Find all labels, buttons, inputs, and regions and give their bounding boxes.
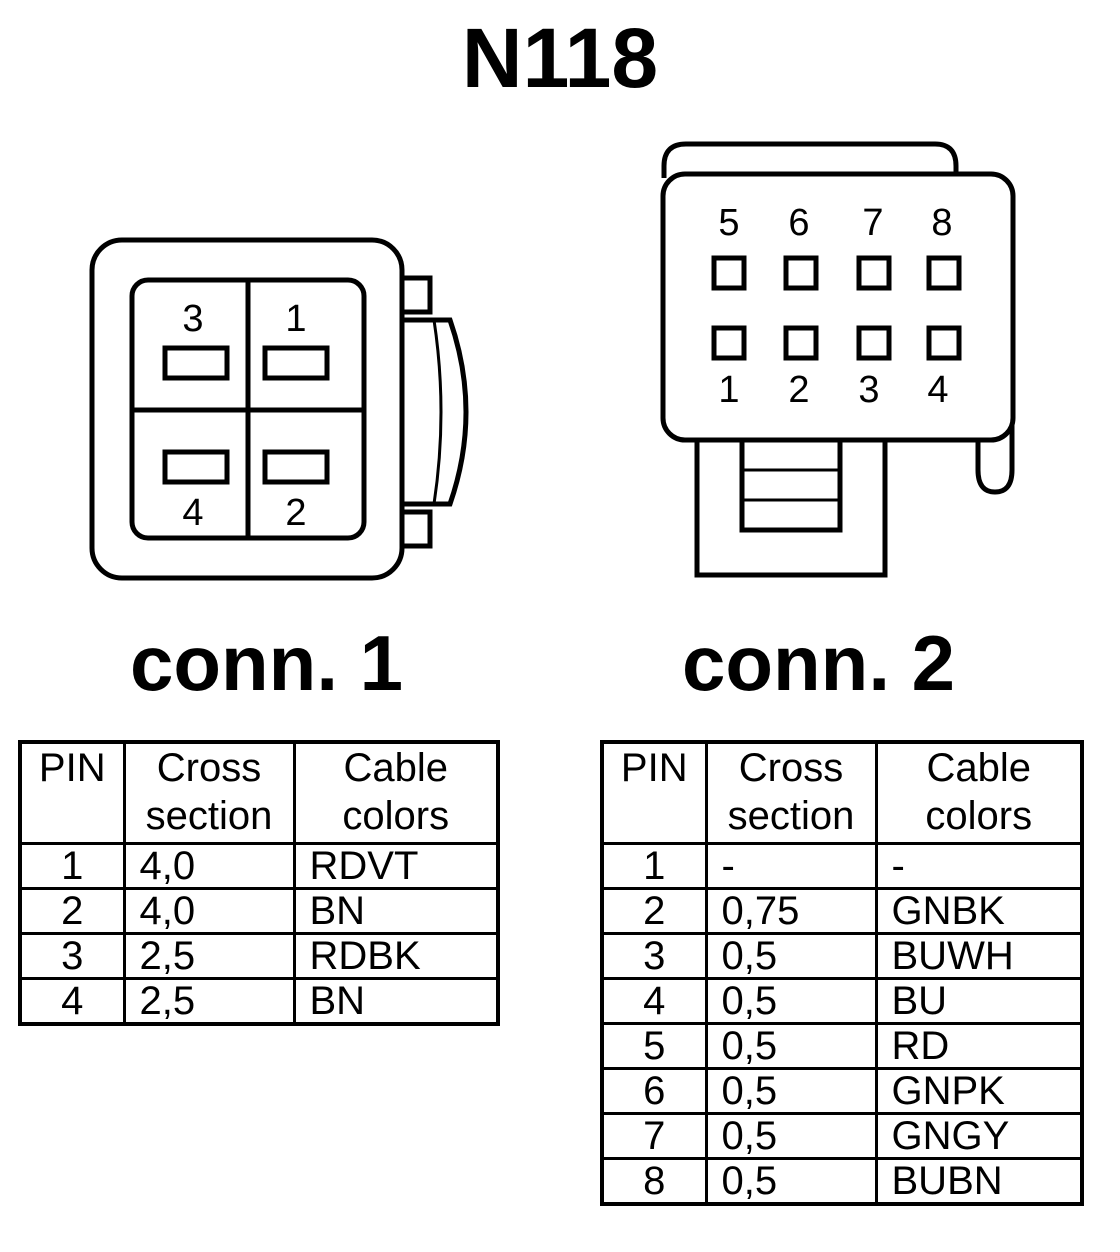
connector-1-pin-2: [262, 449, 330, 485]
header-cross-section: Cross section: [122, 740, 296, 845]
cell-cross-section: 0,75: [704, 887, 878, 935]
connector-1-tab-bottom: [399, 509, 433, 549]
cell-cable-colors: BU: [874, 977, 1084, 1025]
connector-1-latch: [402, 317, 469, 507]
cell-cable-colors: GNBK: [874, 887, 1084, 935]
cell-pin: 2: [600, 887, 708, 935]
table-row: 1--: [600, 842, 1084, 890]
connector-1-drawing: [89, 237, 469, 581]
connector-2-side-latch: [975, 420, 1015, 495]
conn2-pin-label: 2: [788, 369, 809, 411]
diagram-title: N118: [461, 11, 659, 105]
cell-cable-colors: GNGY: [874, 1112, 1084, 1160]
conn2-pin-label: 8: [931, 202, 952, 244]
connector-1-housing: [89, 237, 405, 581]
connector-1-pin-3: [162, 345, 230, 381]
cell-cable-colors: RDVT: [292, 842, 500, 890]
connector-1-pin-1: [262, 345, 330, 381]
connector-1-label: conn. 1: [130, 619, 404, 707]
cell-cross-section: 0,5: [704, 977, 878, 1025]
conn1-pin-label: 3: [182, 298, 203, 340]
cell-cable-colors: GNPK: [874, 1067, 1084, 1115]
conn2-pin-label: 3: [858, 369, 879, 411]
cell-pin: 1: [600, 842, 708, 890]
cell-cable-colors: BUBN: [874, 1157, 1084, 1206]
table-header-row: PIN Cross section Cable colors: [600, 740, 1084, 845]
connector-2-pin-5: [711, 255, 747, 291]
cell-cable-colors: BN: [292, 887, 500, 935]
connector-2-pin-4: [926, 325, 962, 361]
table-header-row: PIN Cross section Cable colors: [18, 740, 500, 845]
conn1-pin-label: 1: [285, 298, 306, 340]
cell-cross-section: 2,5: [122, 932, 296, 980]
cell-pin: 3: [600, 932, 708, 980]
conn2-pin-label: 4: [927, 369, 948, 411]
header-cable-colors: Cable colors: [292, 740, 500, 845]
cell-pin: 6: [600, 1067, 708, 1115]
cell-cross-section: 0,5: [704, 1022, 878, 1070]
connector-2-pin-2: [783, 325, 819, 361]
cell-pin: 7: [600, 1112, 708, 1160]
cell-cross-section: 2,5: [122, 977, 296, 1026]
connector-2-housing: [660, 171, 1016, 443]
cell-pin: 1: [18, 842, 126, 890]
connector-2-pin-7: [856, 255, 892, 291]
cell-cross-section: 0,5: [704, 1112, 878, 1160]
cell-pin: 4: [600, 977, 708, 1025]
cell-cross-section: -: [704, 842, 878, 890]
connector-2-label: conn. 2: [682, 619, 956, 707]
cell-pin: 5: [600, 1022, 708, 1070]
conn2-pin-label: 7: [862, 202, 883, 244]
cell-pin: 8: [600, 1157, 708, 1206]
connector-2-drawing: [660, 141, 1016, 578]
cell-cable-colors: -: [874, 842, 1084, 890]
conn1-pin-label: 4: [182, 492, 203, 534]
cell-pin: 4: [18, 977, 126, 1026]
cell-cross-section: 0,5: [704, 1157, 878, 1206]
connector-2-pin-3: [856, 325, 892, 361]
cell-cross-section: 4,0: [122, 842, 296, 890]
header-cross-section: Cross section: [704, 740, 878, 845]
header-cable-colors: Cable colors: [874, 740, 1084, 845]
connector-1-pin-4: [162, 449, 230, 485]
cell-pin: 2: [18, 887, 126, 935]
conn1-pin-label: 2: [285, 492, 306, 534]
connector-2-pin-1: [711, 325, 747, 361]
connector-1-tab-top: [399, 275, 433, 315]
cell-cross-section: 0,5: [704, 932, 878, 980]
header-pin: PIN: [18, 740, 126, 845]
cell-cross-section: 4,0: [122, 887, 296, 935]
cell-pin: 3: [18, 932, 126, 980]
connector-2-pin-8: [926, 255, 962, 291]
cell-cable-colors: BUWH: [874, 932, 1084, 980]
conn2-pin-label: 1: [718, 369, 739, 411]
cell-cable-colors: RD: [874, 1022, 1084, 1070]
cell-cable-colors: BN: [292, 977, 500, 1026]
conn2-pin-label: 6: [788, 202, 809, 244]
header-pin: PIN: [600, 740, 708, 845]
connector-2-pin-6: [783, 255, 819, 291]
cell-cross-section: 0,5: [704, 1067, 878, 1115]
conn2-pin-label: 5: [718, 202, 739, 244]
cell-cable-colors: RDBK: [292, 932, 500, 980]
connector-2-cable-outlet: [694, 440, 888, 578]
connector-2-rear-shell: [661, 141, 959, 178]
connector-drawings: 3 1 4 2 5 6 7 8 1 2 3 4: [89, 141, 1016, 581]
